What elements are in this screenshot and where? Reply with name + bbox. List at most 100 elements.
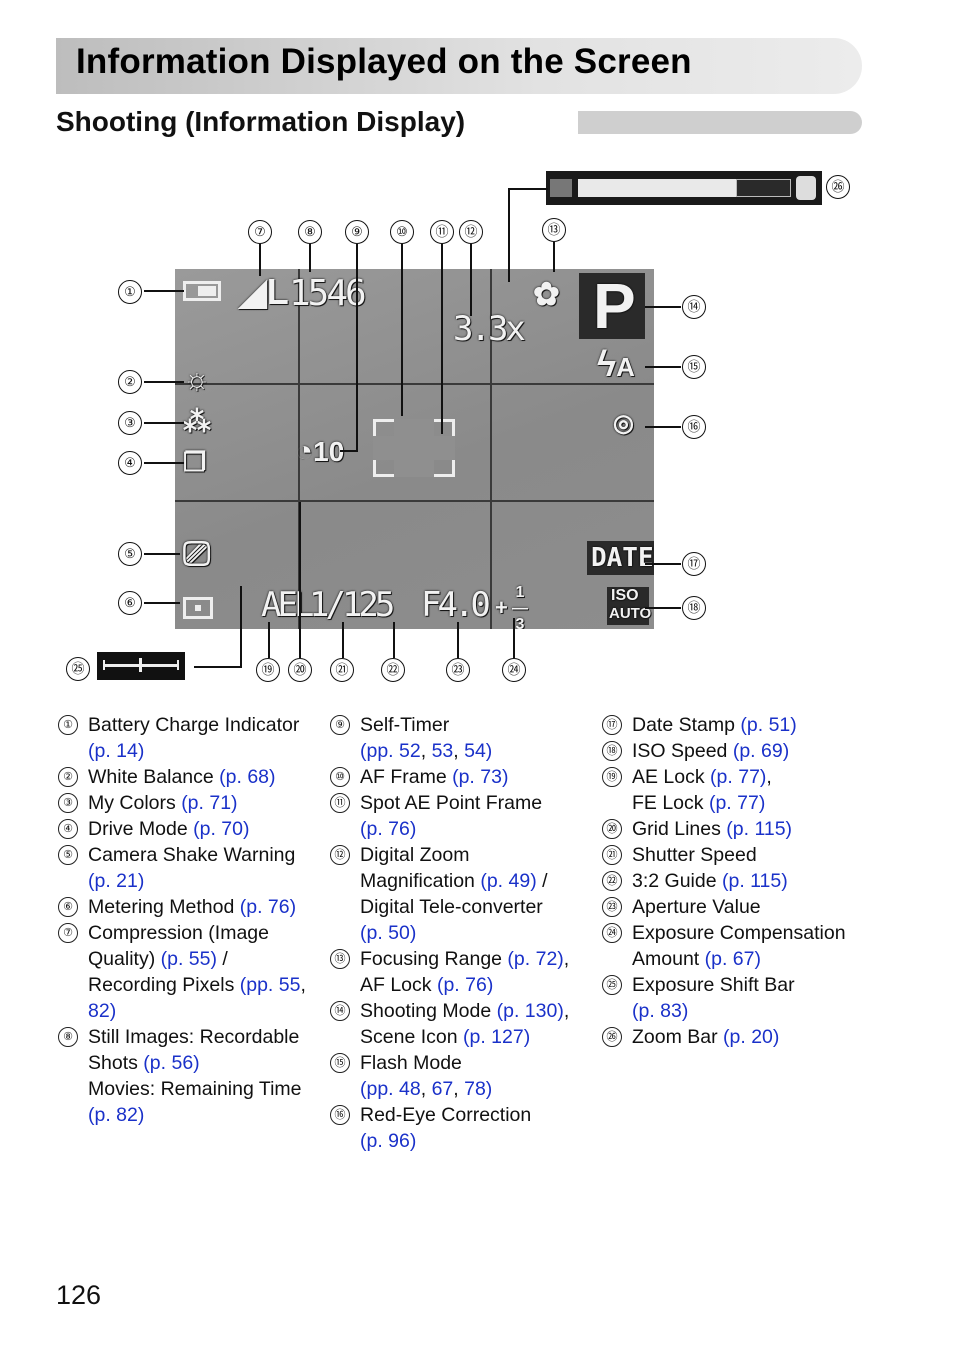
legend-number: ⑭ [330,1001,350,1021]
page-reference-link[interactable]: (p. 130) [496,1000,564,1022]
legend-number: ① [58,715,78,735]
callout-line-9b [340,450,358,452]
page-reference-link[interactable]: 82) [88,1000,117,1022]
page-reference-link[interactable]: (p. 49) [480,870,537,892]
legend-line: Recording Pixels (pp. 55, [88,972,323,998]
page-reference-link[interactable]: (p. 70) [193,818,250,840]
legend-line: Digital Zoom [360,842,592,868]
page-reference-link[interactable]: (p. 71) [181,792,238,814]
battery-icon [183,281,221,301]
legend-line: Movies: Remaining Time [88,1076,323,1102]
legend-text: , [563,948,570,970]
legend-line: Drive Mode (p. 70) [88,816,323,842]
legend-text: ISO Speed [632,740,733,762]
page-reference-link[interactable]: 54) [464,740,493,762]
page-reference-link[interactable]: (p. 115) [721,870,788,892]
legend-text: Amount [632,948,705,970]
page-reference-link[interactable]: (p. 67) [704,948,761,970]
page-reference-link[interactable]: 53 [431,740,454,762]
legend-number: ③ [58,793,78,813]
legend-text: , [766,766,772,788]
page-reference-link[interactable]: (p. 127) [462,1026,531,1048]
legend-number: ㉔ [602,923,622,943]
page-reference-link[interactable]: (p. 68) [219,766,276,788]
callout-12: ⑫ [459,220,483,244]
section-title: Shooting (Information Display) [56,106,466,137]
callout-line-24 [513,618,515,658]
zoom-bar [546,171,822,205]
page-reference-link[interactable]: (pp. 55 [239,974,301,996]
grid-line-h2 [175,500,654,502]
page-reference-link[interactable]: (p. 96) [360,1130,417,1152]
page-reference-link[interactable]: (p. 73) [452,766,509,788]
self-timer-icon: ◔10 [295,435,345,468]
page-reference-link[interactable]: (p. 115) [726,818,793,840]
page-reference-link[interactable]: (p. 20) [723,1026,780,1048]
legend-text: Aperture Value [632,896,761,918]
legend-item: ㉒ 3:2 Guide (p. 115) [602,868,877,894]
page-reference-link[interactable]: (p. 50) [360,922,417,944]
page-reference-link[interactable]: (p. 77) [708,792,766,814]
page-reference-link[interactable]: 67 [431,1078,454,1100]
callout-4: ④ [118,451,142,475]
page-reference-link[interactable]: (p. 76) [239,896,297,918]
callout-14: ⑭ [682,295,706,319]
my-colors-icon: ⁂ [183,406,211,437]
legend-line: (p. 14) [88,738,323,764]
legend-line: Grid Lines (p. 115) [632,816,877,842]
page-reference-link[interactable]: (p. 14) [88,740,145,762]
legend-text: My Colors [88,792,182,814]
page-reference-link[interactable]: (p. 82) [88,1104,145,1126]
legend-line: Amount (p. 67) [632,946,877,972]
page-reference-link[interactable]: (p. 76) [436,974,494,996]
legend-line: Exposure Shift Bar [632,972,877,998]
page-reference-link[interactable]: 78) [464,1078,493,1100]
callout-line-18 [645,607,681,609]
page-reference-link[interactable]: (p. 77) [710,766,767,788]
page-reference-link[interactable]: (p. 83) [632,1000,689,1022]
page-reference-link[interactable]: (p. 76) [360,818,417,840]
legend-item: ⑳ Grid Lines (p. 115) [602,816,877,842]
legend-line: Focusing Range (p. 72), [360,946,592,972]
callout-line-11 [441,244,443,434]
shutter-speed: 1/125 [309,585,395,625]
page-reference-link[interactable]: (p. 56) [143,1052,200,1074]
page-reference-link[interactable]: (pp. 48 [360,1078,421,1100]
page-reference-link[interactable]: (p. 72) [507,948,564,970]
metering-icon [183,597,213,619]
legend-text: , [420,1078,432,1100]
legend-text: Date Stamp [632,714,741,736]
section-title-bar [578,111,862,134]
callout-24: ㉔ [502,658,526,682]
legend-line: Compression (Image [88,920,323,946]
legend-text: 3:2 Guide [632,870,722,892]
exposure-shift-bar [97,652,185,680]
page-reference-link[interactable]: (p. 51) [740,714,797,736]
legend-number: ⑳ [602,819,622,839]
callout-16: ⑯ [682,415,706,439]
callout-11: ⑪ [430,220,454,244]
legend-line: 82) [88,998,323,1024]
camera-screen: ◢L 1546 3.3x ✿ P ϟA ◎ ☼ ⁂ ❐ ◔10 ⎚ DATE I… [175,269,654,629]
legend-line: My Colors (p. 71) [88,790,323,816]
legend-text: Shots [88,1052,144,1074]
legend-number: ㉒ [602,871,622,891]
grid-line-h1 [175,383,654,385]
page-reference-link[interactable]: (p. 21) [88,870,145,892]
legend-text: Red-Eye Correction [360,1104,532,1126]
page-reference-link[interactable]: (p. 69) [732,740,790,762]
page-reference-link[interactable]: (pp. 52 [360,740,421,762]
page-reference-link[interactable]: (p. 55) [160,948,217,970]
callout-line-10 [401,244,403,416]
legend-number: ④ [58,819,78,839]
callout-15: ⑮ [682,355,706,379]
